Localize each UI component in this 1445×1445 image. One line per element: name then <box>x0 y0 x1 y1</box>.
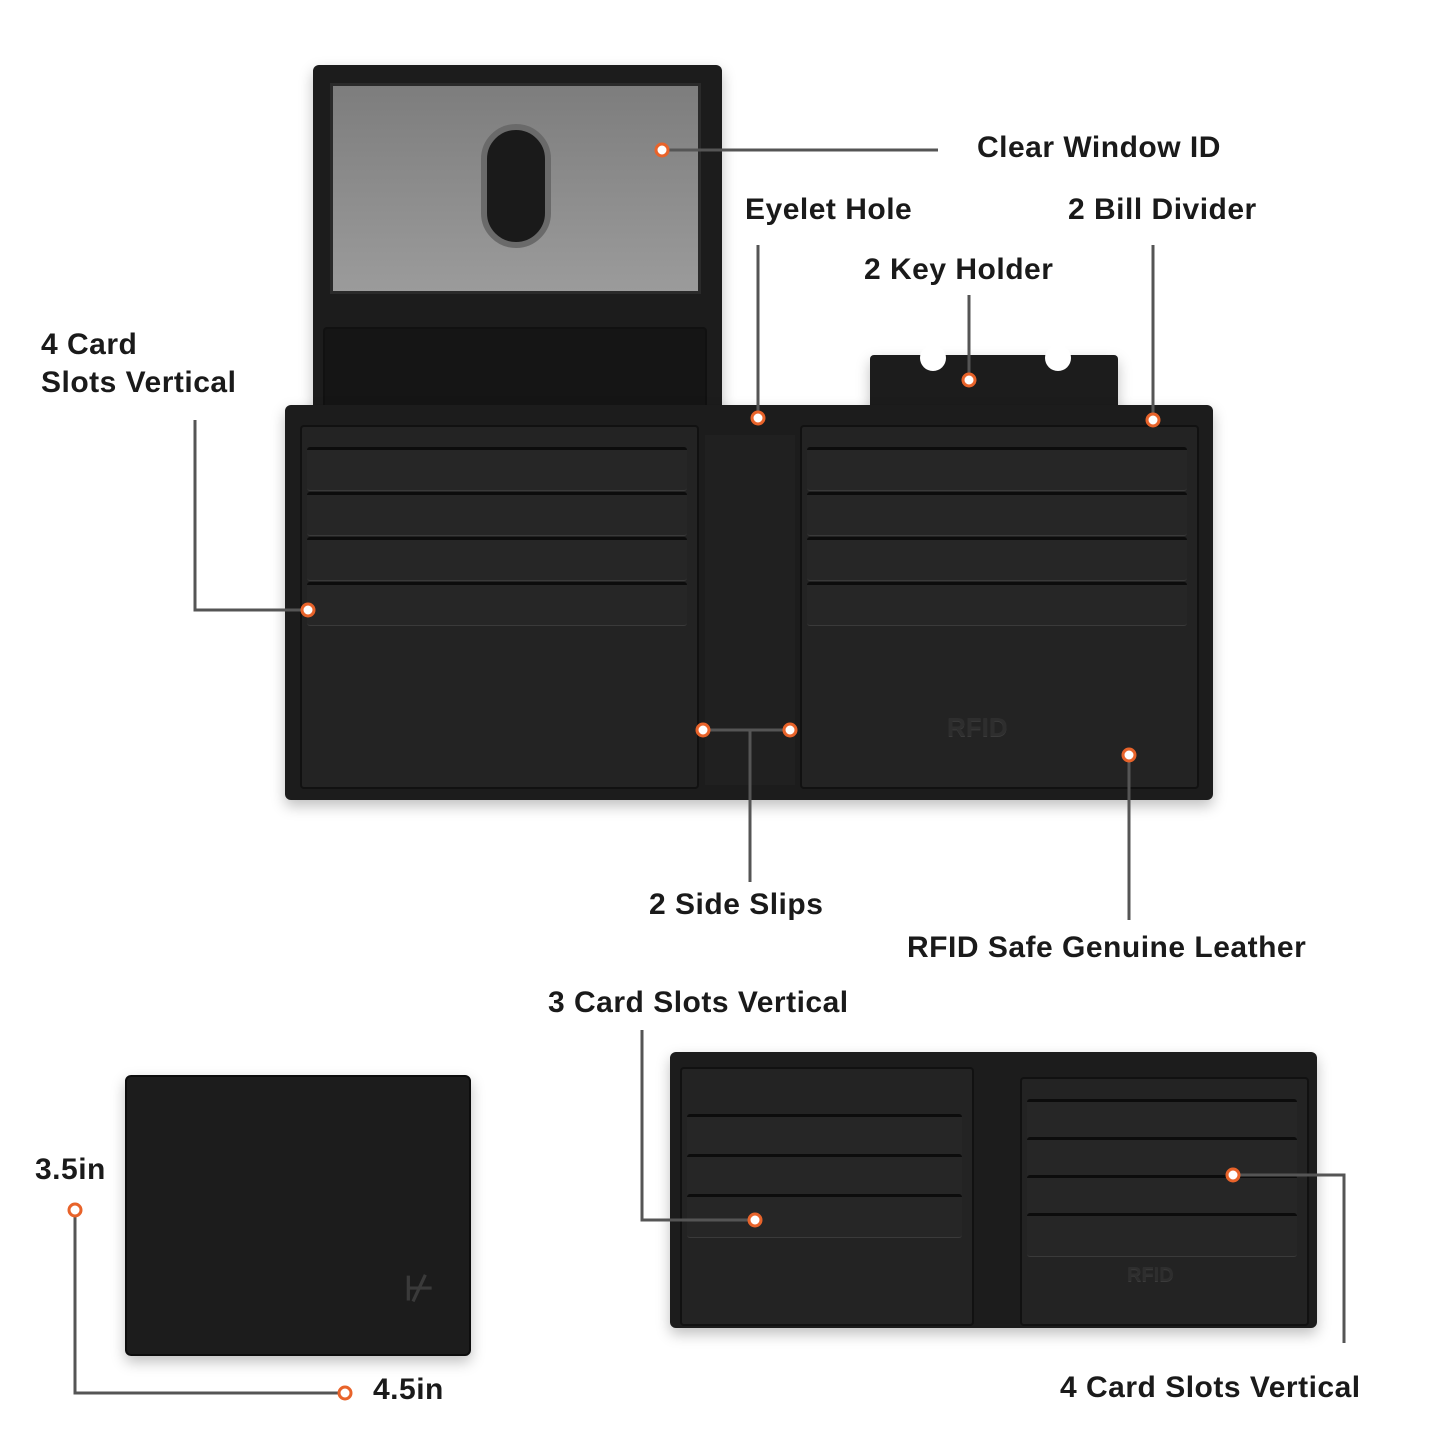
label-four-card-slots-bottom: 4 Card Slots Vertical <box>1060 1371 1361 1404</box>
brand-logo-icon: ⊬ <box>404 1270 434 1308</box>
callout-dot <box>695 722 711 738</box>
main-open-wallet: RFID <box>285 405 1213 800</box>
window-cutout <box>481 124 551 248</box>
label-clear-window-id: Clear Window ID <box>977 131 1221 164</box>
callout-line <box>193 420 308 612</box>
label-side-slips: 2 Side Slips <box>649 888 824 921</box>
callout-line <box>1233 1173 1346 1343</box>
card-slot <box>687 1114 962 1158</box>
callout-dot <box>300 602 316 618</box>
callout-dot <box>1145 412 1161 428</box>
card-slot <box>1027 1175 1297 1219</box>
rfid-emboss: RFID <box>1127 1264 1174 1286</box>
label-three-card-slots: 3 Card Slots Vertical <box>548 986 849 1019</box>
callout-dot <box>750 410 766 426</box>
card-slot <box>307 582 687 626</box>
label-key-holder: 2 Key Holder <box>864 253 1054 286</box>
callout-dot <box>1225 1167 1241 1183</box>
label-card-slots-top: 4 Card Slots Vertical <box>41 326 236 402</box>
label-eyelet-hole: Eyelet Hole <box>745 193 913 226</box>
card-slot <box>687 1194 962 1238</box>
card-slot <box>807 492 1187 536</box>
card-slot <box>1027 1099 1297 1143</box>
key-notch <box>920 345 946 371</box>
callout-dot <box>1121 747 1137 763</box>
card-slot <box>687 1154 962 1198</box>
label-height-dimension: 3.5in <box>35 1153 106 1186</box>
label-width-dimension: 4.5in <box>373 1373 444 1406</box>
callout-dot <box>337 1385 353 1401</box>
left-panel <box>680 1067 974 1326</box>
label-line: 4 Card <box>41 328 138 361</box>
card-slot <box>307 537 687 581</box>
callout-line <box>73 1210 345 1395</box>
callout-dot <box>961 372 977 388</box>
card-slot <box>307 447 687 491</box>
left-panel <box>300 425 699 789</box>
card-slot <box>307 492 687 536</box>
center-spine <box>705 435 795 785</box>
card-slot <box>807 447 1187 491</box>
label-rfid-leather: RFID Safe Genuine Leather <box>907 931 1307 964</box>
right-panel: RFID <box>1020 1077 1309 1326</box>
card-slot <box>1027 1213 1297 1257</box>
callout-dot <box>782 722 798 738</box>
rfid-emboss: RFID <box>947 712 1008 742</box>
closed-wallet: ⊬ <box>125 1075 471 1356</box>
label-bill-divider: 2 Bill Divider <box>1068 193 1257 226</box>
card-slot <box>807 582 1187 626</box>
callout-line <box>640 1030 755 1222</box>
clear-id-window <box>330 83 701 294</box>
bottom-open-wallet: RFID <box>670 1052 1317 1328</box>
key-notch <box>1045 345 1071 371</box>
callout-dot <box>67 1202 83 1218</box>
card-slot <box>807 537 1187 581</box>
right-panel: RFID <box>800 425 1199 789</box>
callout-dot <box>654 142 670 158</box>
label-line: Slots Vertical <box>41 366 237 399</box>
callout-dot <box>747 1212 763 1228</box>
